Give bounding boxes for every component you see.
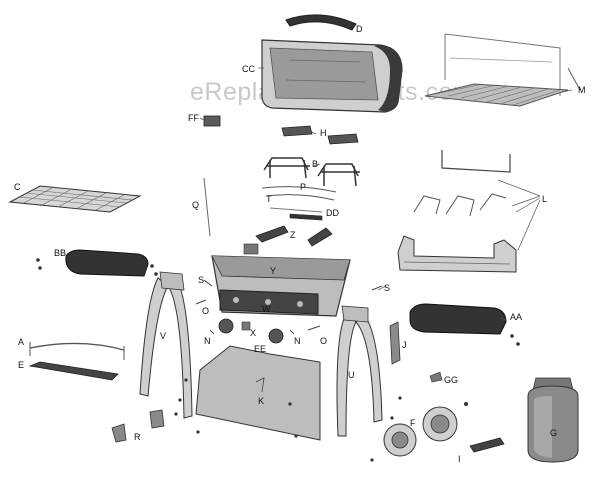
label-z: Z [290, 230, 296, 240]
part-l-bottom-tray [397, 235, 517, 273]
part-h-heat-plates [281, 125, 359, 145]
part-k-back-panel [195, 345, 321, 441]
label-cc: CC [242, 64, 255, 74]
label-a: A [18, 337, 24, 347]
part-ff-knob-bracket [203, 115, 221, 127]
label-v: V [160, 331, 166, 341]
label-u: U [348, 370, 355, 380]
label-w: W [262, 304, 271, 314]
label-x: X [250, 328, 256, 338]
label-l: L [542, 194, 547, 204]
part-u-right-leg [336, 305, 383, 437]
part-e-towel-bar [28, 361, 119, 381]
label-g: G [550, 428, 557, 438]
part-small-hardware [195, 279, 383, 335]
part-x-ee-knobs [218, 318, 284, 344]
label-d: D [356, 24, 363, 34]
label-m: M [578, 85, 586, 95]
label-n-left: N [204, 336, 211, 346]
label-bb: BB [54, 248, 66, 258]
label-y: Y [270, 266, 276, 276]
part-g-propane-tank [527, 377, 579, 463]
part-screws [174, 378, 402, 462]
part-labels: D CC M FF H B C P L Q T DD Z BB S Y S W … [14, 24, 586, 464]
label-n-right: N [294, 336, 301, 346]
leader-lines [199, 67, 573, 321]
label-s-left: S [198, 275, 204, 285]
part-w-control-panel [219, 289, 319, 315]
part-v-left-leg [139, 271, 193, 419]
part-bb-left-shelf [36, 249, 158, 277]
label-e: E [18, 360, 24, 370]
part-f-wheels [383, 402, 468, 457]
label-j: J [402, 340, 407, 350]
part-z-burners [255, 225, 333, 247]
part-j-bracket [389, 321, 401, 365]
part-q-rod [203, 177, 211, 237]
part-m-warming-rack [424, 33, 581, 107]
part-p-t-dd-crossovers [261, 186, 337, 221]
part-b-burner-supports [263, 157, 360, 187]
part-i-axle [469, 437, 505, 453]
label-gg: GG [444, 375, 458, 385]
label-r: R [134, 432, 141, 442]
part-aa-right-shelf [409, 303, 520, 346]
label-p: P [300, 182, 306, 192]
label-f: F [410, 418, 416, 428]
label-dd: DD [326, 208, 339, 218]
label-h: H [320, 128, 327, 138]
label-c: C [14, 182, 21, 192]
label-ee: EE [254, 344, 266, 354]
label-s-right: S [384, 283, 390, 293]
part-cc-lid [261, 39, 403, 113]
part-l-brackets [413, 150, 511, 217]
part-c-cooking-grate [8, 185, 142, 213]
label-k: K [258, 396, 264, 406]
label-ff: FF [188, 113, 199, 123]
label-i: I [458, 454, 461, 464]
label-aa: AA [510, 312, 522, 322]
label-q: Q [192, 200, 199, 210]
part-a-handle-rail [29, 342, 125, 360]
label-t: T [266, 194, 272, 204]
label-b: B [312, 159, 318, 169]
part-d-lid-handle [285, 14, 357, 31]
part-gg-hook [429, 371, 443, 383]
part-r-casters [111, 409, 165, 443]
label-o-right: O [320, 336, 327, 346]
label-o-left: O [202, 306, 209, 316]
